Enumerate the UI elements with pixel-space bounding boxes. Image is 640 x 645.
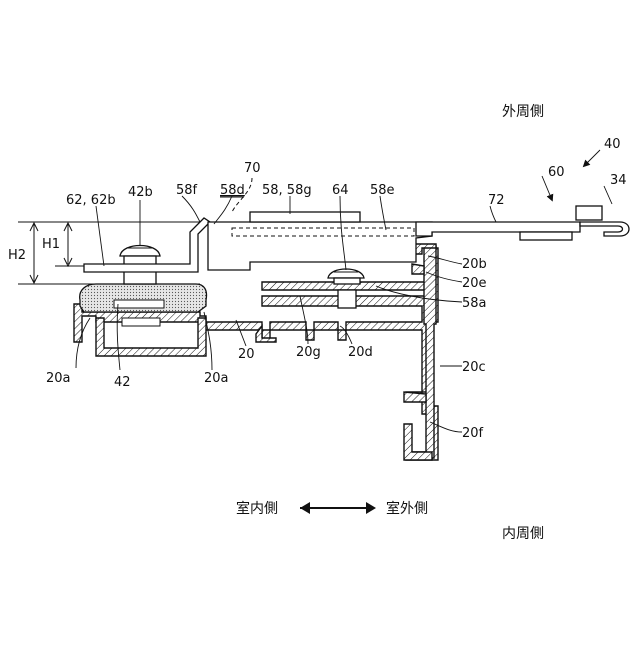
outer-side-label: 外周側 <box>502 104 544 120</box>
label-58f: 58f <box>176 183 198 198</box>
label-20a-left: 20a <box>46 371 71 386</box>
label-72: 72 <box>488 193 505 208</box>
label-42: 42 <box>114 375 131 390</box>
label-58e: 58e <box>370 183 395 198</box>
label-20g: 20g <box>296 345 321 360</box>
label-64: 64 <box>332 183 349 198</box>
label-60: 60 <box>548 165 565 180</box>
label-20d: 20d <box>348 345 373 360</box>
label-58d: 58d <box>220 183 245 198</box>
arrow-40 <box>584 150 600 166</box>
label-70: 70 <box>244 161 261 176</box>
outdoor-side-label: 室外側 <box>386 500 428 517</box>
label-34: 34 <box>610 173 627 188</box>
label-h1: H1 <box>42 237 60 252</box>
cap-42-slot <box>114 300 164 308</box>
frame-20c-leg <box>424 246 436 458</box>
cap-42-foot <box>122 318 160 326</box>
label-20e: 20e <box>462 276 487 291</box>
frame-20e-hook <box>412 264 424 274</box>
h2-dimension <box>30 223 38 283</box>
frame-20c-lip <box>404 392 426 402</box>
hook-34-clip <box>576 206 602 220</box>
outdoor-arrowhead <box>366 502 376 514</box>
label-20a-right: 20a <box>204 371 229 386</box>
hook-34 <box>580 222 629 236</box>
label-20b: 20b <box>462 257 487 272</box>
label-58a: 58a <box>462 296 487 311</box>
label-58-58g: 58, 58g <box>262 183 312 198</box>
label-42b: 42b <box>128 185 153 200</box>
label-h2: H2 <box>8 248 26 263</box>
indoor-arrowhead <box>300 502 310 514</box>
label-20c: 20c <box>462 360 486 375</box>
h1-dimension <box>64 223 72 266</box>
bracket-58g-top <box>250 212 360 222</box>
label-40: 40 <box>604 137 621 152</box>
indoor-side-label: 室内側 <box>236 500 278 517</box>
bracket-62 <box>84 218 210 272</box>
label-20f: 20f <box>462 426 484 441</box>
bracket-58 <box>208 222 432 270</box>
label-62-62b: 62, 62b <box>66 193 116 208</box>
panel-72-rib <box>520 232 572 240</box>
label-20: 20 <box>238 347 255 362</box>
inner-side-label: 内周側 <box>502 526 544 542</box>
